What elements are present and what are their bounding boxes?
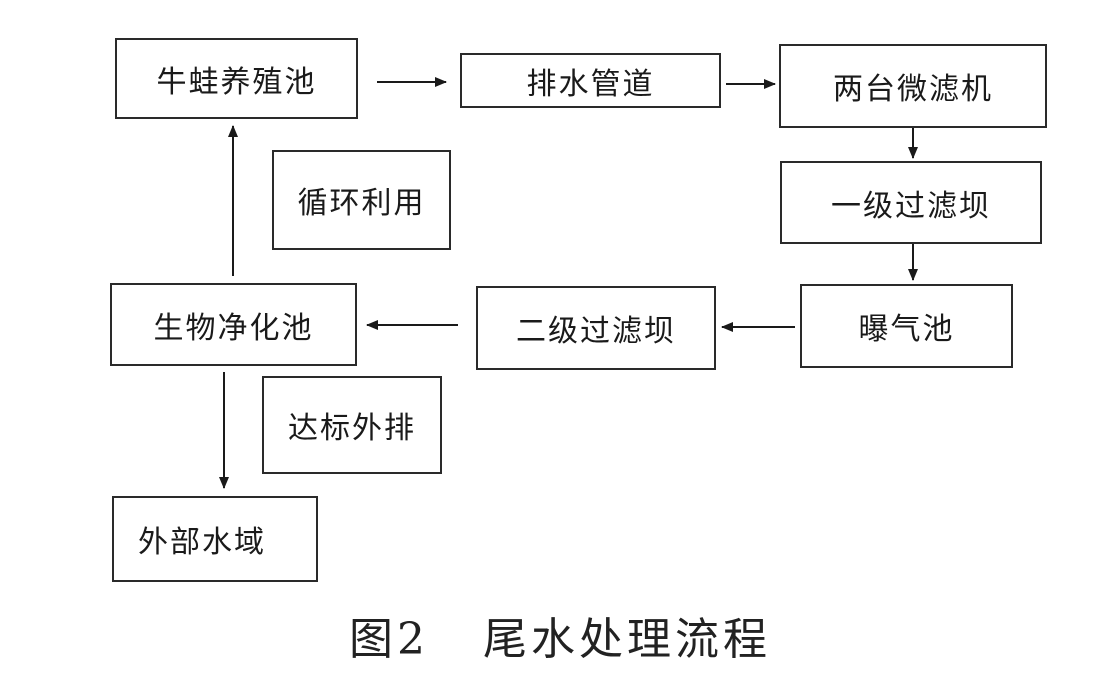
micro-filters-label: 两台微滤机 [833,72,993,107]
figure-title: 尾水处理流程 [483,614,771,665]
filter-dam-1-label: 一级过滤坝 [831,188,991,224]
frog-breeding-pond-label: 牛蛙养殖池 [156,64,317,100]
aeration-pond-box: 曝气池 [800,284,1013,368]
frog-breeding-pond-box: 牛蛙养殖池 [115,38,358,119]
drainage-pipe-box: 排水管道 [460,53,721,108]
filter-dam-2-box: 二级过滤坝 [476,286,716,370]
bio-purification-pond-label: 生物净化池 [153,310,314,346]
external-water-box: 外部水域 [112,496,318,582]
external-water-label: 外部水域 [138,525,266,560]
drainage-pipe-label: 排水管道 [526,66,655,102]
recycle-note-box: 循环利用 [272,150,451,250]
aeration-pond-label: 曝气池 [858,312,955,347]
discharge-note-label: 达标外排 [288,411,416,446]
figure-number: 图2 [349,614,429,665]
figure-caption: 图2 尾水处理流程 [0,600,1120,670]
filter-dam-1-box: 一级过滤坝 [780,161,1042,244]
filter-dam-2-label: 二级过滤坝 [516,314,676,349]
discharge-note-box: 达标外排 [262,376,442,474]
bio-purification-pond-box: 生物净化池 [110,283,357,366]
micro-filters-box: 两台微滤机 [779,44,1047,128]
recycle-note-label: 循环利用 [297,186,426,221]
